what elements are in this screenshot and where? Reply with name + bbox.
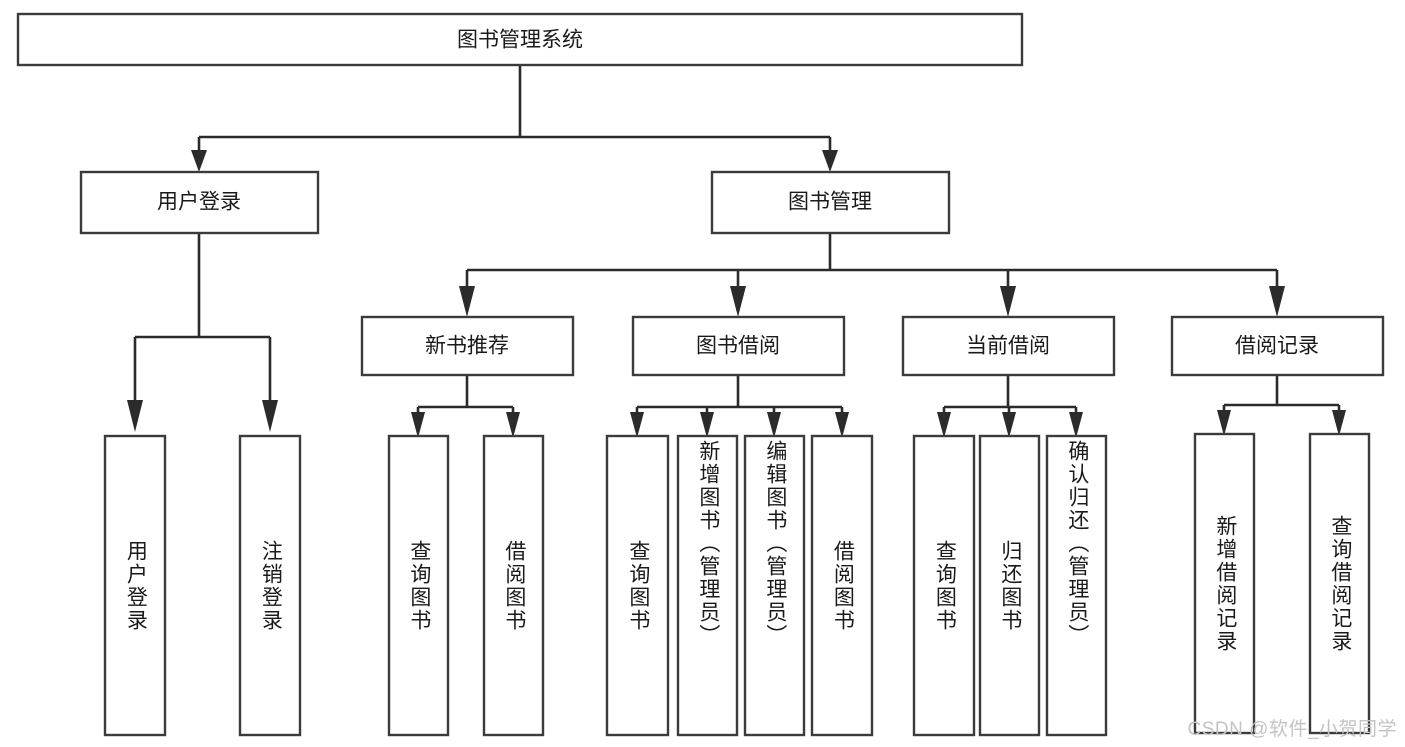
node-leaf-user-login[interactable]: [103, 434, 167, 737]
arrow-to-leaf-query-record: [1332, 410, 1346, 436]
node-leaf-confirm-return[interactable]: [1045, 434, 1108, 737]
node-current-borrow[interactable]: [901, 315, 1116, 377]
label-book-borrow: 图书借阅: [696, 335, 780, 358]
node-leaf-logout-login[interactable]: [238, 434, 302, 737]
node-leaf-query-book-3[interactable]: [912, 434, 976, 737]
node-leaf-query-book-2[interactable]: [605, 434, 670, 737]
label-new-book-recommend: 新书推荐: [425, 335, 509, 358]
boxes-group: [16, 12, 1385, 737]
arrow-to-leaf-confirm-return: [1069, 412, 1083, 438]
connectors-group: [127, 65, 1346, 438]
arrow-to-new-book-recommend: [459, 286, 475, 317]
node-leaf-query-record[interactable]: [1308, 432, 1371, 735]
node-user-login[interactable]: [79, 170, 320, 235]
node-leaf-borrow-book-2[interactable]: [810, 434, 874, 737]
node-leaf-return-book[interactable]: [978, 434, 1041, 737]
node-leaf-add-record[interactable]: [1193, 432, 1256, 735]
node-leaf-edit-book[interactable]: [743, 434, 806, 737]
node-leaf-borrow-book-1[interactable]: [482, 434, 545, 737]
label-borrow-record: 借阅记录: [1235, 335, 1319, 358]
arrow-to-leaf-borrow-book-2: [835, 412, 849, 438]
label-root: 图书管理系统: [457, 29, 583, 52]
label-current-borrow: 当前借阅: [966, 335, 1050, 358]
arrow-to-leaf-add-book: [700, 412, 714, 438]
csdn-watermark: CSDN @软件_小贺同学: [1187, 719, 1397, 740]
node-borrow-record[interactable]: [1170, 315, 1385, 377]
node-new-book-recommend[interactable]: [360, 315, 575, 377]
arrow-to-leaf-return-book: [1002, 412, 1016, 438]
node-leaf-add-book[interactable]: [676, 434, 739, 737]
arrow-to-leaf-edit-book: [767, 412, 781, 438]
arrow-to-leaf-query-book-3: [937, 412, 951, 438]
label-book-manage: 图书管理: [788, 191, 872, 214]
node-root[interactable]: [16, 12, 1024, 67]
arrow-to-user-login: [191, 150, 207, 172]
arrow-to-leaf-add-record: [1217, 410, 1231, 436]
arrow-to-book-manage: [822, 150, 838, 172]
node-book-borrow[interactable]: [631, 315, 846, 377]
arrow-to-leaf-logout-login: [262, 400, 278, 432]
arrow-to-leaf-user-login: [127, 400, 143, 432]
node-book-manage[interactable]: [710, 170, 951, 235]
node-leaf-query-book-1[interactable]: [387, 434, 450, 737]
label-user-login: 用户登录: [157, 191, 241, 214]
arrow-to-leaf-borrow-book-1: [506, 412, 520, 438]
arrow-to-borrow-record: [1269, 286, 1285, 317]
arrow-to-book-borrow: [730, 286, 746, 317]
arrow-to-current-borrow: [1000, 286, 1016, 317]
horizontal-labels-group: 图书管理系统 用户登录 图书管理 新书推荐 图书借阅 当前借阅 借阅记录: [157, 29, 1319, 358]
arrow-to-leaf-query-book-2: [630, 412, 644, 438]
arrow-to-leaf-query-book-1: [411, 412, 425, 438]
